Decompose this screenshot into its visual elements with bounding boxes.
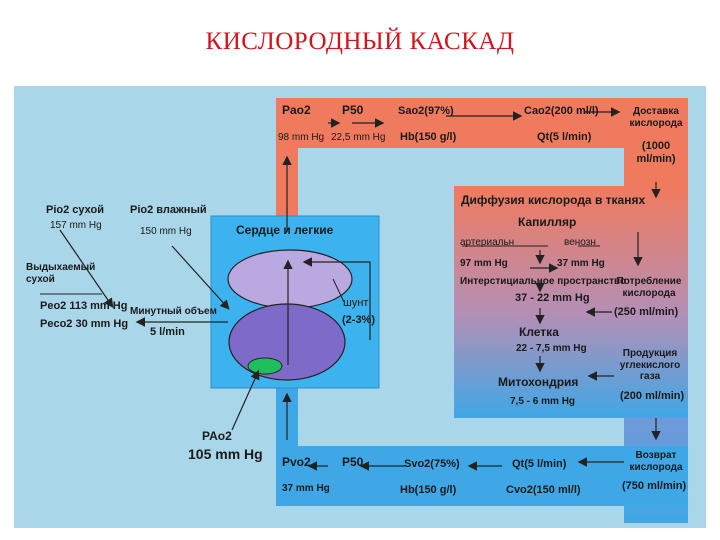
- co2-production-value: (200 ml/min): [620, 390, 685, 402]
- bottom-p50-label: P50: [342, 455, 364, 469]
- venous-bottom-band: [276, 446, 688, 506]
- arterial-value: 97 mm Hg: [460, 258, 508, 269]
- pio2-dry-label: Pio2 сухой: [46, 204, 104, 216]
- pio2-wet-label: Pio2 влажный: [130, 204, 207, 216]
- top-pao2-label: Pao2: [282, 103, 311, 117]
- consumption-label: Потребление кислорода: [616, 276, 682, 299]
- pio2-dry-value: 157 mm Hg: [50, 220, 102, 231]
- top-sao2-label: Sao2(97%): [398, 105, 454, 117]
- cell-label: Клетка: [519, 325, 559, 339]
- interstitial-label: Интерстициальное пространство: [460, 276, 627, 287]
- interstitial-value: 37 - 22 mm Hg: [515, 292, 590, 304]
- peo2-label: Peo2 113 mm Hg: [40, 300, 128, 312]
- bottom-pvo2-value: 37 mm Hg: [282, 483, 330, 494]
- arterial-top-band: [276, 98, 688, 148]
- tissue-box: [454, 186, 688, 418]
- bottom-cvo2-label: Cvo2(150 ml/l): [506, 484, 581, 496]
- shunt-value: (2-3%): [342, 314, 376, 326]
- capillary-label: Капилляр: [518, 215, 577, 229]
- top-qt-label: Qt(5 l/min): [537, 131, 592, 143]
- page-title: КИСЛОРОДНЫЙ КАСКАД: [205, 28, 515, 55]
- top-p50-value: 22,5 mm Hg: [331, 132, 386, 143]
- exhaled-label: Выдыхаемый сухой: [26, 262, 96, 285]
- bottom-qt-label: Qt(5 l/min): [512, 458, 567, 470]
- pio2-wet-value: 150 mm Hg: [140, 226, 192, 237]
- lung-dark: [228, 303, 346, 381]
- bottom-pvo2-label: Pvo2: [282, 455, 311, 469]
- consumption-value: (250 ml/min): [614, 306, 679, 318]
- cell-value: 22 - 7,5 mm Hg: [516, 343, 587, 354]
- top-pao2-value: 98 mm Hg: [278, 132, 325, 143]
- shunt-label: шунт: [343, 297, 369, 309]
- venous-value: 37 mm Hg: [557, 258, 605, 269]
- pao2-art-label: PAo2: [202, 429, 232, 443]
- delivery-label: Доставка кислорода: [629, 106, 683, 129]
- return-label: Возврат кислорода: [629, 450, 683, 473]
- minute-volume-label: Минутный объем: [130, 306, 217, 317]
- top-p50-label: P50: [342, 103, 364, 117]
- return-value: (750 ml/min): [622, 480, 687, 492]
- bottom-hb-label: Hb(150 g/l): [400, 484, 457, 496]
- mitochondria-label: Митохондрия: [498, 375, 579, 389]
- venous-label: венозн: [564, 237, 596, 248]
- top-hb-label: Hb(150 g/l): [400, 131, 457, 143]
- pao2-art-value: 105 mm Hg: [188, 446, 263, 462]
- bottom-svo2-label: Svo2(75%): [404, 458, 460, 470]
- co2-production-label: Продукция углекислого газа: [619, 348, 681, 382]
- peco2-label: Peco2 30 mm Hg: [40, 318, 129, 330]
- tissue-title: Диффузия кислорода в тканях: [461, 193, 646, 207]
- top-cao2-label: Cao2(200 ml/l): [524, 105, 599, 117]
- heart-green: [247, 357, 283, 375]
- heart-label: Сердце и легкие: [236, 223, 334, 237]
- delivery-value: (1000 ml/min): [636, 140, 676, 165]
- arterial-label: артериальн: [460, 237, 515, 248]
- mitochondria-value: 7,5 - 6 mm Hg: [510, 396, 576, 407]
- venous-left-riser: [276, 385, 298, 506]
- minute-volume-value: 5 l/min: [150, 326, 185, 338]
